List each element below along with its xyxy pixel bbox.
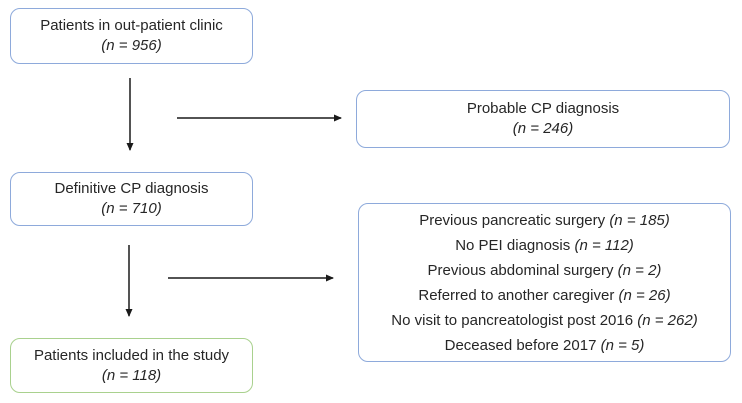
- exclusion-item: Deceased before 2017 (n = 5): [444, 336, 645, 354]
- box-outpatient-title: Patients in out-patient clinic: [40, 17, 223, 34]
- box-probable-title: Probable CP diagnosis: [466, 100, 620, 117]
- box-exclusion-reasons: Previous pancreatic surgery (n = 185) No…: [358, 203, 731, 362]
- box-included-title: Patients included in the study: [33, 346, 230, 364]
- box-outpatient-n: (n = 956): [101, 37, 162, 54]
- exclusion-item: Previous abdominal surgery (n = 2): [427, 261, 662, 279]
- box-probable-cp-diagnosis: Probable CP diagnosis (n = 246): [356, 90, 730, 148]
- box-definitive-n: (n = 710): [101, 200, 162, 217]
- box-outpatient-clinic: Patients in out-patient clinic (n = 956): [10, 8, 253, 64]
- exclusion-item: Previous pancreatic surgery (n = 185): [419, 211, 670, 229]
- box-patients-included: Patients included in the study (n = 118): [10, 338, 253, 393]
- box-probable-n: (n = 246): [512, 120, 574, 137]
- exclusion-item: No visit to pancreatologist post 2016 (n…: [391, 311, 698, 329]
- box-definitive-cp-diagnosis: Definitive CP diagnosis (n = 710): [10, 172, 253, 226]
- exclusion-item: Referred to another caregiver (n = 26): [418, 286, 671, 304]
- box-definitive-title: Definitive CP diagnosis: [54, 180, 209, 197]
- box-included-n: (n = 118): [101, 366, 162, 384]
- exclusion-item: No PEI diagnosis (n = 112): [455, 236, 634, 254]
